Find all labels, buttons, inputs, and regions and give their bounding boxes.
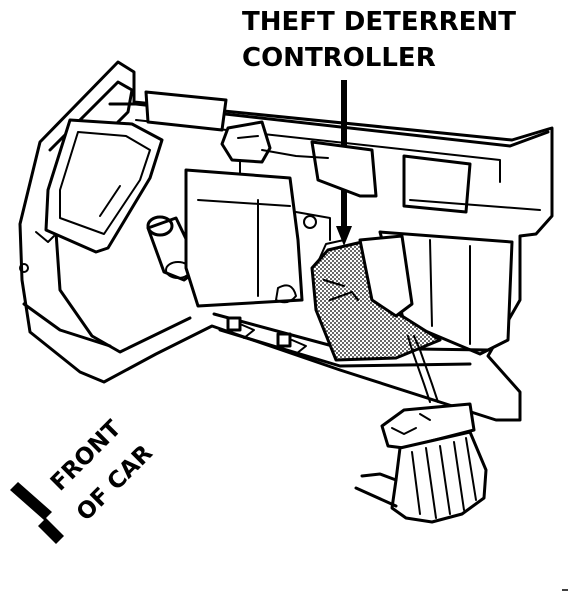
dashboard-panel <box>18 60 554 422</box>
wiring-harness-connector <box>354 335 488 524</box>
callout-label-line2: CONTROLLER <box>242 43 436 73</box>
callout-label-line1: THEFT DETERRENT <box>242 7 516 37</box>
theft-deterrent-controller <box>310 234 442 362</box>
direction-arrow-icon <box>10 482 64 544</box>
front-of-car-indicator: FRONT OF CAR <box>10 415 158 544</box>
